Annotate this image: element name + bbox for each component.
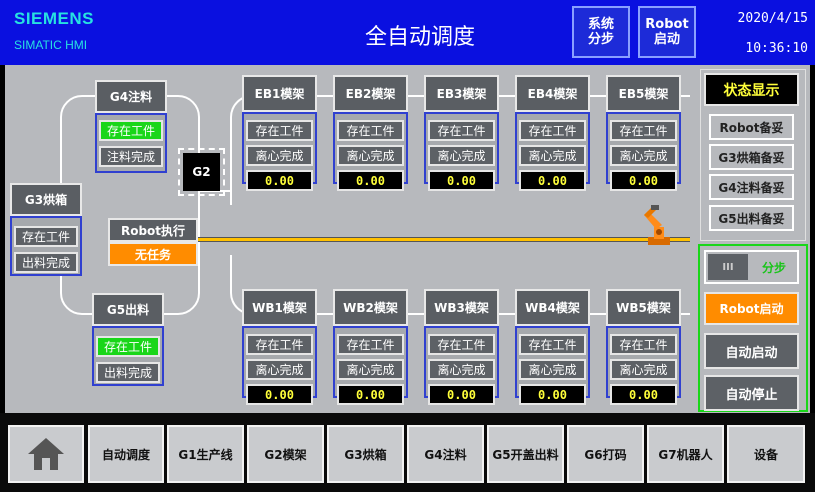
robot-start-button[interactable]: Robot启动: [704, 292, 799, 325]
date-display: 2020/4/15: [737, 11, 808, 26]
home-button[interactable]: [8, 425, 84, 483]
wb2-title: WB2模架: [333, 289, 408, 326]
status-g5-ready: G5出料备妥: [709, 205, 794, 231]
eb1-value: 0.00: [246, 170, 313, 191]
nav-item-3[interactable]: G3烘箱: [327, 425, 404, 483]
nav-item-4[interactable]: G4注料: [407, 425, 484, 483]
wb3-status-workpiece: 存在工件: [428, 334, 495, 355]
g4-title: G4注料: [95, 80, 167, 113]
wb5-status-centrifuge: 离心完成: [610, 359, 677, 380]
status-g4-ready: G4注料备妥: [709, 174, 794, 200]
system-step-button[interactable]: 系统 分步: [572, 6, 630, 58]
connector-line: [200, 190, 230, 192]
time-display: 10:36:10: [745, 41, 808, 56]
eb4-title: EB4模架: [515, 75, 590, 112]
eb2-status-centrifuge: 离心完成: [337, 145, 404, 166]
home-icon: [28, 438, 64, 470]
eb2-status-workpiece: 存在工件: [337, 120, 404, 141]
wb1-title: WB1模架: [242, 289, 317, 326]
nav-item-2[interactable]: G2模架: [247, 425, 324, 483]
eb3-status-centrifuge: 离心完成: [428, 145, 495, 166]
mode-switch-label: 分步: [761, 260, 786, 275]
brand-subtitle: SIMATIC HMI: [14, 38, 88, 52]
g4-status-filled: 注料完成: [99, 146, 163, 167]
status-panel-title: 状态显示: [704, 73, 799, 106]
wb5-value: 0.00: [610, 384, 677, 405]
wb5-status-workpiece: 存在工件: [610, 334, 677, 355]
eb4-status-workpiece: 存在工件: [519, 120, 586, 141]
g2-frame: [178, 148, 225, 196]
robot-exec-status: 无任务: [108, 242, 198, 266]
eb2-title: EB2模架: [333, 75, 408, 112]
g4-status-workpiece: 存在工件: [99, 120, 163, 141]
wb3-status-centrifuge: 离心完成: [428, 359, 495, 380]
eb3-title: EB3模架: [424, 75, 499, 112]
eb3-value: 0.00: [428, 170, 495, 191]
auto-start-button[interactable]: 自动启动: [704, 333, 799, 369]
wb4-status-centrifuge: 离心完成: [519, 359, 586, 380]
wb4-status-workpiece: 存在工件: [519, 334, 586, 355]
control-panel: [698, 244, 808, 412]
g3-status-workpiece: 存在工件: [14, 226, 78, 247]
wb3-title: WB3模架: [424, 289, 499, 326]
eb1-title: EB1模架: [242, 75, 317, 112]
mode-switch-knob[interactable]: III: [708, 254, 748, 280]
wb1-status-workpiece: 存在工件: [246, 334, 313, 355]
eb2-value: 0.00: [337, 170, 404, 191]
auto-stop-button[interactable]: 自动停止: [704, 375, 799, 411]
eb4-value: 0.00: [519, 170, 586, 191]
eb4-status-centrifuge: 离心完成: [519, 145, 586, 166]
status-panel: [700, 69, 806, 241]
wb3-value: 0.00: [428, 384, 495, 405]
wb1-value: 0.00: [246, 384, 313, 405]
eb1-status-centrifuge: 离心完成: [246, 145, 313, 166]
wb4-title: WB4模架: [515, 289, 590, 326]
nav-item-8[interactable]: 设备: [727, 425, 805, 483]
robot-track-rail: [195, 237, 690, 242]
eb5-title: EB5模架: [606, 75, 681, 112]
eb5-status-workpiece: 存在工件: [610, 120, 677, 141]
nav-item-7[interactable]: G7机器人: [647, 425, 724, 483]
eb1-status-workpiece: 存在工件: [246, 120, 313, 141]
g5-title: G5出料: [92, 293, 164, 326]
eb3-status-workpiece: 存在工件: [428, 120, 495, 141]
page-title: 全自动调度: [364, 25, 475, 50]
wb5-title: WB5模架: [606, 289, 681, 326]
g3-title: G3烘箱: [10, 183, 82, 216]
status-robot-ready: Robot备妥: [709, 114, 794, 140]
robot-arm-icon: [638, 205, 678, 247]
wb2-status-centrifuge: 离心完成: [337, 359, 404, 380]
wb2-status-workpiece: 存在工件: [337, 334, 404, 355]
wb1-status-centrifuge: 离心完成: [246, 359, 313, 380]
wb4-value: 0.00: [519, 384, 586, 405]
robot-exec-title: Robot执行: [108, 218, 198, 242]
status-g3-ready: G3烘箱备妥: [709, 144, 794, 170]
brand-logo: SIEMENS: [14, 9, 95, 28]
g5-status-discharged: 出料完成: [96, 362, 160, 383]
robot-start-header-button[interactable]: Robot 启动: [638, 6, 696, 58]
g2-indicator[interactable]: G2: [183, 153, 220, 191]
eb5-value: 0.00: [610, 170, 677, 191]
nav-item-6[interactable]: G6打码: [567, 425, 644, 483]
g5-status-workpiece: 存在工件: [96, 336, 160, 357]
eb5-status-centrifuge: 离心完成: [610, 145, 677, 166]
g3-status-discharged: 出料完成: [14, 252, 78, 273]
nav-item-1[interactable]: G1生产线: [167, 425, 244, 483]
wb2-value: 0.00: [337, 384, 404, 405]
nav-item-0[interactable]: 自动调度: [88, 425, 164, 483]
nav-item-5[interactable]: G5开盖出料: [487, 425, 564, 483]
